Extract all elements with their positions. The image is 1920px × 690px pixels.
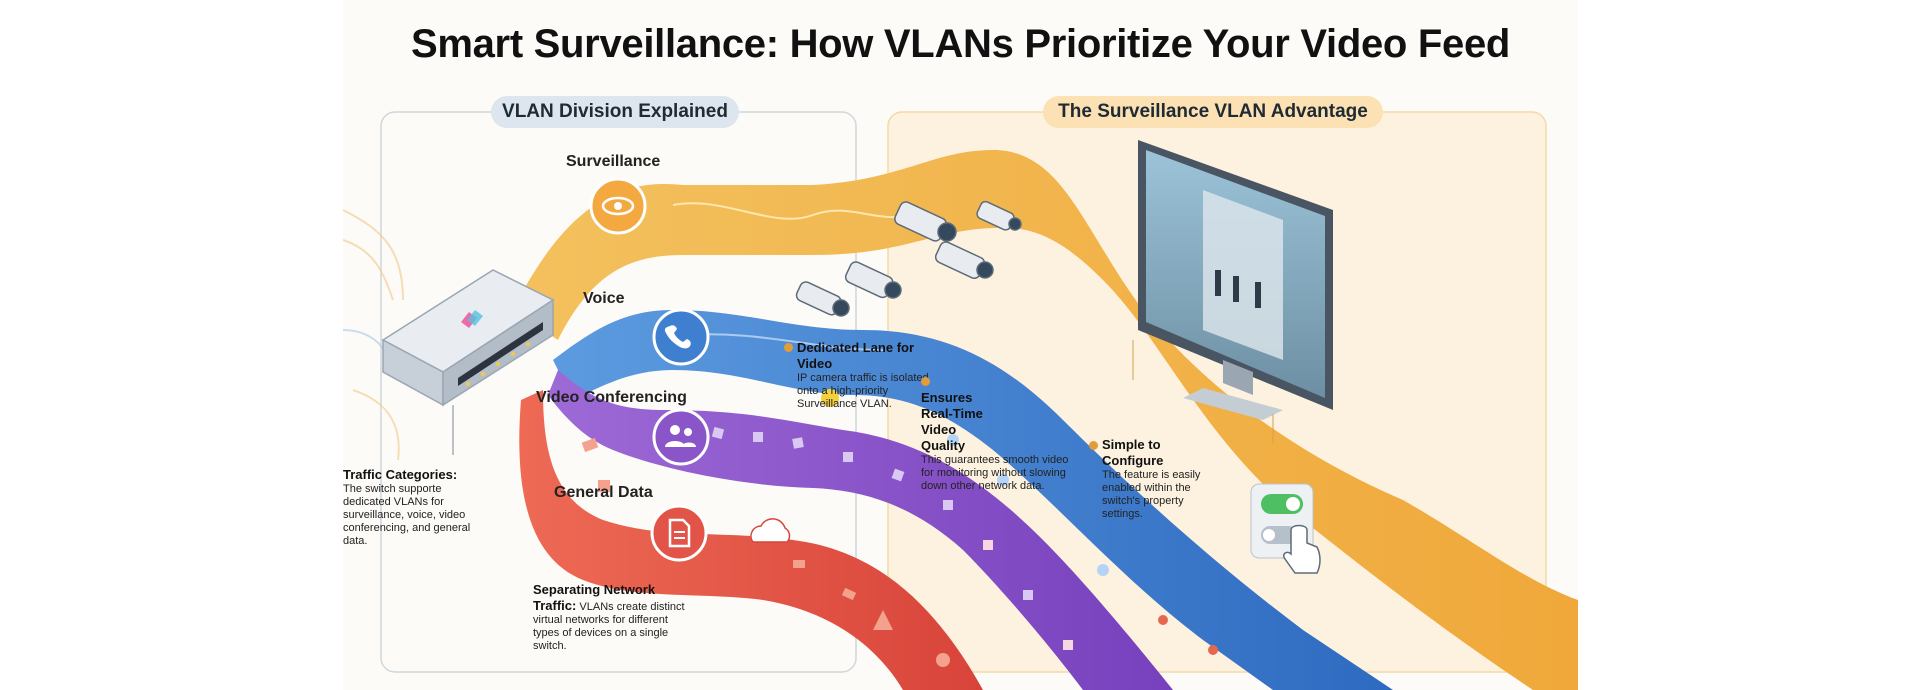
document-icon [650, 504, 708, 562]
data-particles [581, 426, 1218, 667]
people-icon [652, 408, 710, 466]
note-body: The feature is easily enabled within the… [1102, 469, 1201, 520]
eye-icon [589, 177, 647, 235]
phone-icon [652, 308, 710, 366]
section-title-vlan-division: VLAN Division Explained [491, 96, 739, 128]
note-simple-configure: Simple to Configure The feature is easil… [1102, 437, 1212, 521]
pointing-hand-icon [1282, 524, 1321, 574]
note-realtime-quality: Ensures Real-Time Video Quality This gua… [921, 390, 1081, 493]
note-body: This guarantees smooth video for monitor… [921, 454, 1069, 492]
note-body: IP camera traffic is isolated onto a hig… [797, 372, 929, 410]
page-title: Smart Surveillance: How VLANs Prioritize… [410, 22, 1511, 66]
infographic-canvas: Smart Surveillance: How VLANs Prioritize… [343, 0, 1578, 690]
note-body: The switch supporte dedicated VLANs for … [343, 483, 471, 547]
note-heading: Dedicated Lane for Video [797, 340, 915, 371]
bullet-dot [784, 343, 793, 352]
vlan-label-general-data: General Data [554, 484, 653, 501]
note-heading: Simple to Configure [1102, 437, 1164, 468]
bullet-dot [1089, 441, 1098, 450]
note-separating-traffic: Separating Network Traffic: VLANs create… [533, 582, 693, 653]
note-heading: Ensures Real-Time Video Quality [921, 390, 983, 453]
cloud-icon [750, 518, 791, 543]
note-dedicated-lane: Dedicated Lane for Video IP camera traff… [797, 340, 947, 411]
note-heading: Separating Network Traffic: [533, 582, 656, 613]
security-cameras [795, 200, 1022, 317]
vlan-label-surveillance: Surveillance [566, 153, 661, 170]
note-body: VLANs create distinct virtual networks f… [533, 601, 685, 652]
network-switch [381, 269, 555, 455]
surveillance-monitor [1138, 140, 1333, 420]
accent-dot [821, 389, 839, 407]
note-traffic-categories: Traffic Categories: The switch supporte … [343, 467, 488, 548]
decorative-flow-lines [343, 209, 404, 461]
section-title-surveillance-advantage: The Surveillance VLAN Advantage [1043, 96, 1383, 128]
network-illustration [343, 111, 1578, 690]
note-heading: Traffic Categories: [343, 467, 458, 482]
voice-vlan-band [553, 310, 1393, 690]
vlan-label-voice: Voice [583, 290, 625, 307]
vlan-label-video-conferencing: Video Conferencing [536, 389, 687, 406]
bullet-dot [921, 377, 930, 386]
